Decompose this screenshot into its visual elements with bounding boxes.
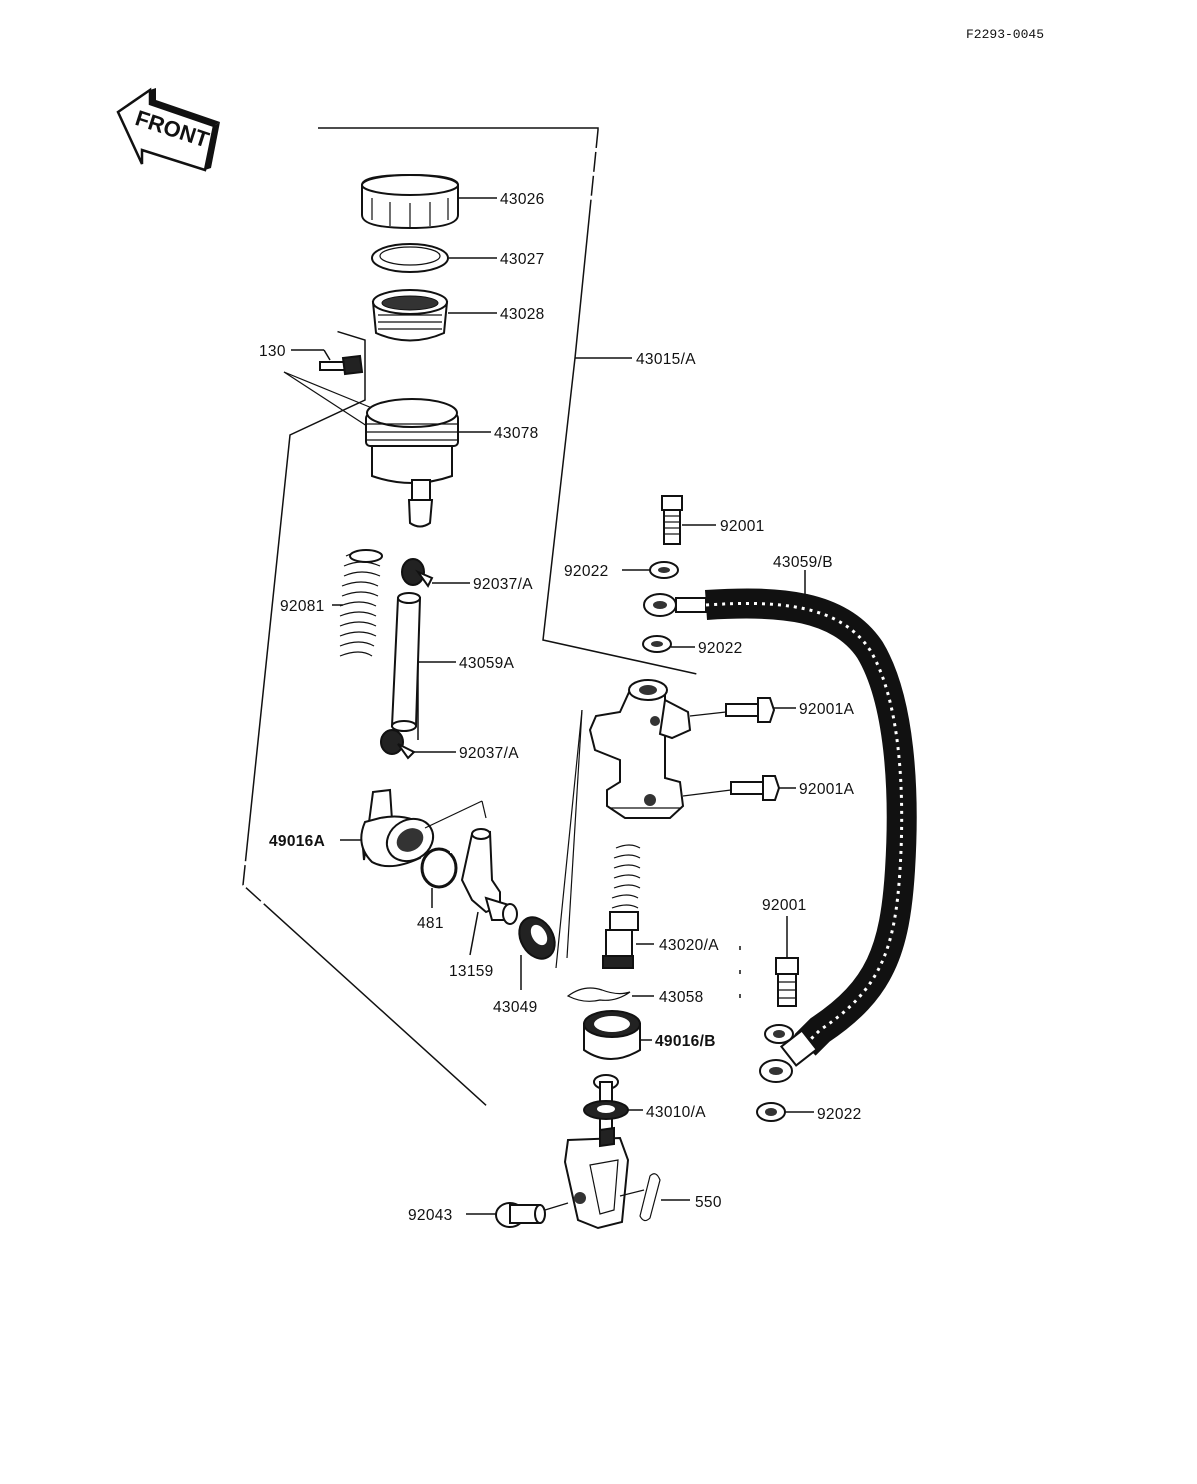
label-49016A: 49016A: [269, 833, 325, 850]
label-92001-bot: 92001: [762, 897, 807, 914]
cap-43026: [361, 173, 459, 230]
label-92022-c: 92022: [817, 1106, 862, 1123]
label-43028: 43028: [500, 306, 545, 323]
seal-43049: [518, 916, 556, 960]
label-43026: 43026: [500, 191, 545, 208]
label-481: 481: [417, 915, 444, 932]
boot-49016B: [583, 1010, 641, 1060]
bolt-92001-top: [661, 495, 683, 545]
spring-92081: [339, 549, 383, 660]
bolt-92001A-bot: [730, 775, 781, 801]
label-43058: 43058: [659, 989, 704, 1006]
label-130: 130: [259, 343, 286, 360]
label-43010A: 43010/A: [646, 1104, 706, 1121]
label-43015A: 43015/A: [636, 351, 696, 368]
label-49016B: 49016/B: [655, 1033, 716, 1050]
diagram-code: F2293-0045: [966, 27, 1044, 42]
label-92001A-bot: 92001A: [799, 781, 855, 798]
bolt-92001A-top: [725, 697, 776, 723]
clip-43058: [566, 987, 631, 1002]
label-43078: 43078: [494, 425, 539, 442]
label-43020A: 43020/A: [659, 937, 719, 954]
label-92043: 92043: [408, 1207, 453, 1224]
washer-92022-a: [649, 561, 679, 579]
label-92022-a: 92022: [564, 563, 609, 580]
elbow-13159: [460, 828, 518, 925]
label-92081: 92081: [280, 598, 325, 615]
cotter-pin-550: [639, 1173, 661, 1222]
label-92001A-top: 92001A: [799, 701, 855, 718]
boot-49016A: [360, 788, 435, 868]
clevis: [563, 1126, 630, 1230]
label-550: 550: [695, 1194, 722, 1211]
tube-43059A: [390, 592, 422, 732]
label-92037A-bot: 92037/A: [459, 745, 519, 762]
reservoir-43078: [365, 398, 459, 528]
label-92022-b: 92022: [698, 640, 743, 657]
washer-92022-c: [756, 1102, 786, 1122]
label-92037A-top: 92037/A: [473, 576, 533, 593]
plate-43027: [371, 243, 449, 273]
screw-130: [319, 354, 364, 376]
label-43059A: 43059A: [459, 655, 515, 672]
master-cylinder-body: [588, 679, 692, 819]
hose-43059B: [643, 588, 917, 1083]
label-43049: 43049: [493, 999, 538, 1016]
label-43059B: 43059/B: [773, 554, 833, 571]
bolt-92001-bot: [775, 957, 799, 1007]
clamp-92037A-top: [401, 558, 434, 588]
diaphragm-43028: [371, 289, 449, 342]
clamp-92037A-bot: [380, 729, 416, 760]
label-92001-top: 92001: [720, 518, 765, 535]
pin-92043: [495, 1202, 546, 1228]
label-43027: 43027: [500, 251, 545, 268]
front-arrow-icon: FRONT: [116, 87, 220, 172]
circlip-481: [420, 845, 458, 889]
label-13159: 13159: [449, 963, 494, 980]
piston-43020A: [602, 844, 641, 969]
washer-92022-lower: [764, 1024, 794, 1044]
washer-92022-b: [642, 635, 672, 653]
